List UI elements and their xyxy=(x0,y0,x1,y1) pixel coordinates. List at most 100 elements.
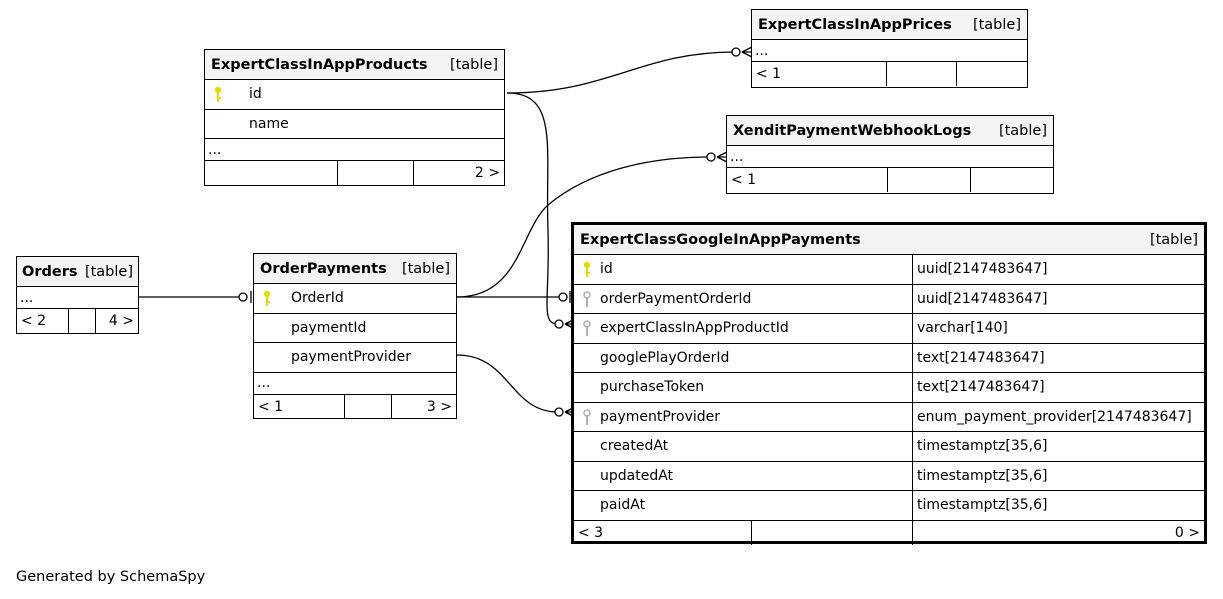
column-row: createdAt timestamptz[35,6] xyxy=(574,432,1204,462)
table-footer: < 1 xyxy=(727,168,1053,192)
parents-count xyxy=(205,161,338,185)
parents-count: < 1 xyxy=(752,62,887,86)
rows-count xyxy=(69,309,96,333)
table-kind: [table] xyxy=(1149,231,1198,248)
column-row: id uuid[2147483647] xyxy=(574,255,1204,285)
column-row: paidAt timestamptz[35,6] xyxy=(574,491,1204,521)
table-name: ExpertClassGoogleInAppPayments xyxy=(580,231,861,248)
column-row: paymentProvider xyxy=(254,343,456,373)
column-name: name xyxy=(249,115,289,132)
foreign-key-icon xyxy=(583,408,591,425)
column-row: googlePlayOrderId text[2147483647] xyxy=(574,343,1204,373)
children-count: 0 > xyxy=(1174,524,1200,541)
column-row: paymentId xyxy=(254,314,456,343)
column-name: paidAt xyxy=(600,497,646,514)
more-columns: ... xyxy=(752,40,1027,62)
table-header: ExpertClassInAppProducts [table] xyxy=(205,50,504,80)
table-expertclassgoogleinapppayments[interactable]: ExpertClassGoogleInAppPayments [table] i… xyxy=(571,222,1207,545)
children-count: 3 > xyxy=(426,398,452,415)
table-name: Orders xyxy=(22,263,78,280)
column-type: text[2147483647] xyxy=(912,373,1204,402)
column-row: OrderId xyxy=(254,284,456,314)
primary-key-icon xyxy=(263,290,271,306)
column-type: timestamptz[35,6] xyxy=(912,432,1204,461)
table-kind: [table] xyxy=(84,263,133,280)
link-op-xendit xyxy=(456,156,711,298)
table-header: OrderPayments [table] xyxy=(254,254,456,284)
column-row: orderPaymentOrderId uuid[2147483647] xyxy=(574,284,1204,314)
table-kind: [table] xyxy=(401,260,450,277)
parents-count: < 1 xyxy=(254,394,345,419)
table-orders[interactable]: Orders [table] ... < 2 4 > xyxy=(16,256,139,334)
table-header: ExpertClassInAppPrices [table] xyxy=(752,10,1027,40)
parents-count: < 2 xyxy=(17,309,69,333)
column-name: updatedAt xyxy=(600,467,674,484)
column-row: name xyxy=(205,110,504,139)
children-count xyxy=(957,62,1027,86)
table-name: OrderPayments xyxy=(260,260,387,277)
table-footer: < 1 3 > xyxy=(254,394,456,419)
link-products-prices xyxy=(506,51,736,94)
foreign-key-icon xyxy=(583,290,591,307)
column-name: paymentProvider xyxy=(291,349,412,366)
table-kind: [table] xyxy=(972,16,1021,33)
column-name: paymentId xyxy=(291,319,367,336)
column-row: id xyxy=(205,80,504,110)
column-type: text[2147483647] xyxy=(912,343,1204,372)
table-xenditpaymentwebhooklogs[interactable]: XenditPaymentWebhookLogs [table] ... < 1 xyxy=(726,115,1054,194)
rows-count xyxy=(752,520,913,545)
children-count: 2 > xyxy=(474,165,500,181)
table-expertclassinappprices[interactable]: ExpertClassInAppPrices [table] ... < 1 xyxy=(751,9,1028,88)
column-name: id xyxy=(600,261,613,278)
table-footer: < 3 0 > xyxy=(574,520,1204,545)
column-row: updatedAt timestamptz[35,6] xyxy=(574,461,1204,491)
column-name: OrderId xyxy=(291,290,344,307)
rows-count xyxy=(887,62,957,86)
table-footer: 2 > xyxy=(205,161,504,185)
column-type: timestamptz[35,6] xyxy=(912,461,1204,490)
table-name: ExpertClassInAppPrices xyxy=(758,16,952,33)
table-kind: [table] xyxy=(449,56,498,73)
parents-count: < 3 xyxy=(574,520,752,545)
column-type: timestamptz[35,6] xyxy=(912,491,1204,520)
table-orderpayments[interactable]: OrderPayments [table] OrderId paymentId … xyxy=(253,253,457,419)
rows-count xyxy=(888,168,971,192)
children-count: 4 > xyxy=(108,313,134,329)
table-footer: < 2 4 > xyxy=(17,309,138,333)
more-columns: ... xyxy=(205,139,504,161)
column-type: enum_payment_provider[2147483647] xyxy=(912,402,1204,431)
column-name: id xyxy=(249,86,262,103)
more-columns: ... xyxy=(254,373,456,395)
column-name: createdAt xyxy=(600,438,669,455)
column-name: paymentProvider xyxy=(600,408,721,425)
column-type: varchar[140] xyxy=(912,314,1204,343)
table-expertclassinappproducts[interactable]: ExpertClassInAppProducts [table] id name… xyxy=(204,49,505,186)
column-type: uuid[2147483647] xyxy=(912,284,1204,313)
link-products-google xyxy=(506,92,559,325)
rows-count xyxy=(338,161,414,185)
table-name: ExpertClassInAppProducts xyxy=(211,56,428,73)
parents-count: < 1 xyxy=(727,168,888,192)
column-row: expertClassInAppProductId varchar[140] xyxy=(574,314,1204,344)
column-row: paymentProvider enum_payment_provider[21… xyxy=(574,402,1204,432)
table-header: Orders [table] xyxy=(17,257,138,287)
more-columns: ... xyxy=(17,287,138,309)
foreign-key-icon xyxy=(583,320,591,336)
column-name: googlePlayOrderId xyxy=(600,349,730,366)
link-op-google-provider xyxy=(456,354,559,413)
children-count xyxy=(971,168,1053,192)
table-header: ExpertClassGoogleInAppPayments [table] xyxy=(574,225,1204,255)
column-name: orderPaymentOrderId xyxy=(600,290,752,307)
column-name: expertClassInAppProductId xyxy=(600,320,789,337)
column-name: purchaseToken xyxy=(600,379,705,396)
more-columns: ... xyxy=(727,146,1053,168)
table-kind: [table] xyxy=(998,122,1047,139)
table-footer: < 1 xyxy=(752,62,1027,86)
column-row: purchaseToken text[2147483647] xyxy=(574,373,1204,403)
table-name: XenditPaymentWebhookLogs xyxy=(733,122,972,139)
generated-by-text: Generated by SchemaSpy xyxy=(16,569,206,585)
column-type: uuid[2147483647] xyxy=(912,255,1204,284)
primary-key-icon xyxy=(214,86,222,102)
rows-count xyxy=(345,394,392,419)
